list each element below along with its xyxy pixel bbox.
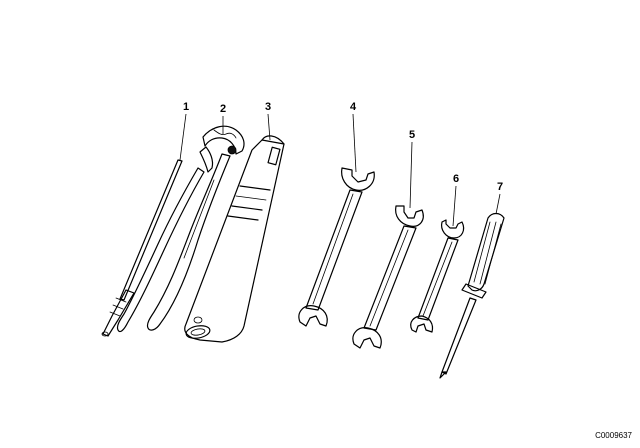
callout-5: 5 (409, 129, 415, 209)
part-4-open-end-wrench[interactable] (298, 167, 375, 327)
callout-2: 2 (220, 103, 226, 134)
part-3-spark-plug-socket[interactable] (184, 135, 285, 343)
part-2-water-pump-pliers[interactable] (116, 125, 245, 333)
svg-text:3: 3 (265, 101, 271, 113)
part-7-screwdriver[interactable] (439, 212, 505, 379)
svg-text:5: 5 (409, 129, 415, 141)
svg-text:2: 2 (220, 103, 226, 115)
svg-text:6: 6 (453, 173, 459, 185)
callout-6: 6 (452, 173, 459, 227)
part-1-drift-punch[interactable] (101, 159, 183, 337)
svg-text:4: 4 (350, 101, 357, 113)
callout-3: 3 (265, 101, 271, 141)
document-id: C0009637 (595, 431, 632, 440)
callout-4: 4 (350, 101, 357, 173)
callout-1: 1 (179, 101, 189, 161)
part-6-open-end-wrench[interactable] (410, 219, 465, 333)
svg-text:1: 1 (183, 101, 189, 113)
callout-7: 7 (495, 181, 503, 215)
svg-text:7: 7 (497, 181, 503, 193)
part-5-open-end-wrench[interactable] (352, 205, 424, 349)
